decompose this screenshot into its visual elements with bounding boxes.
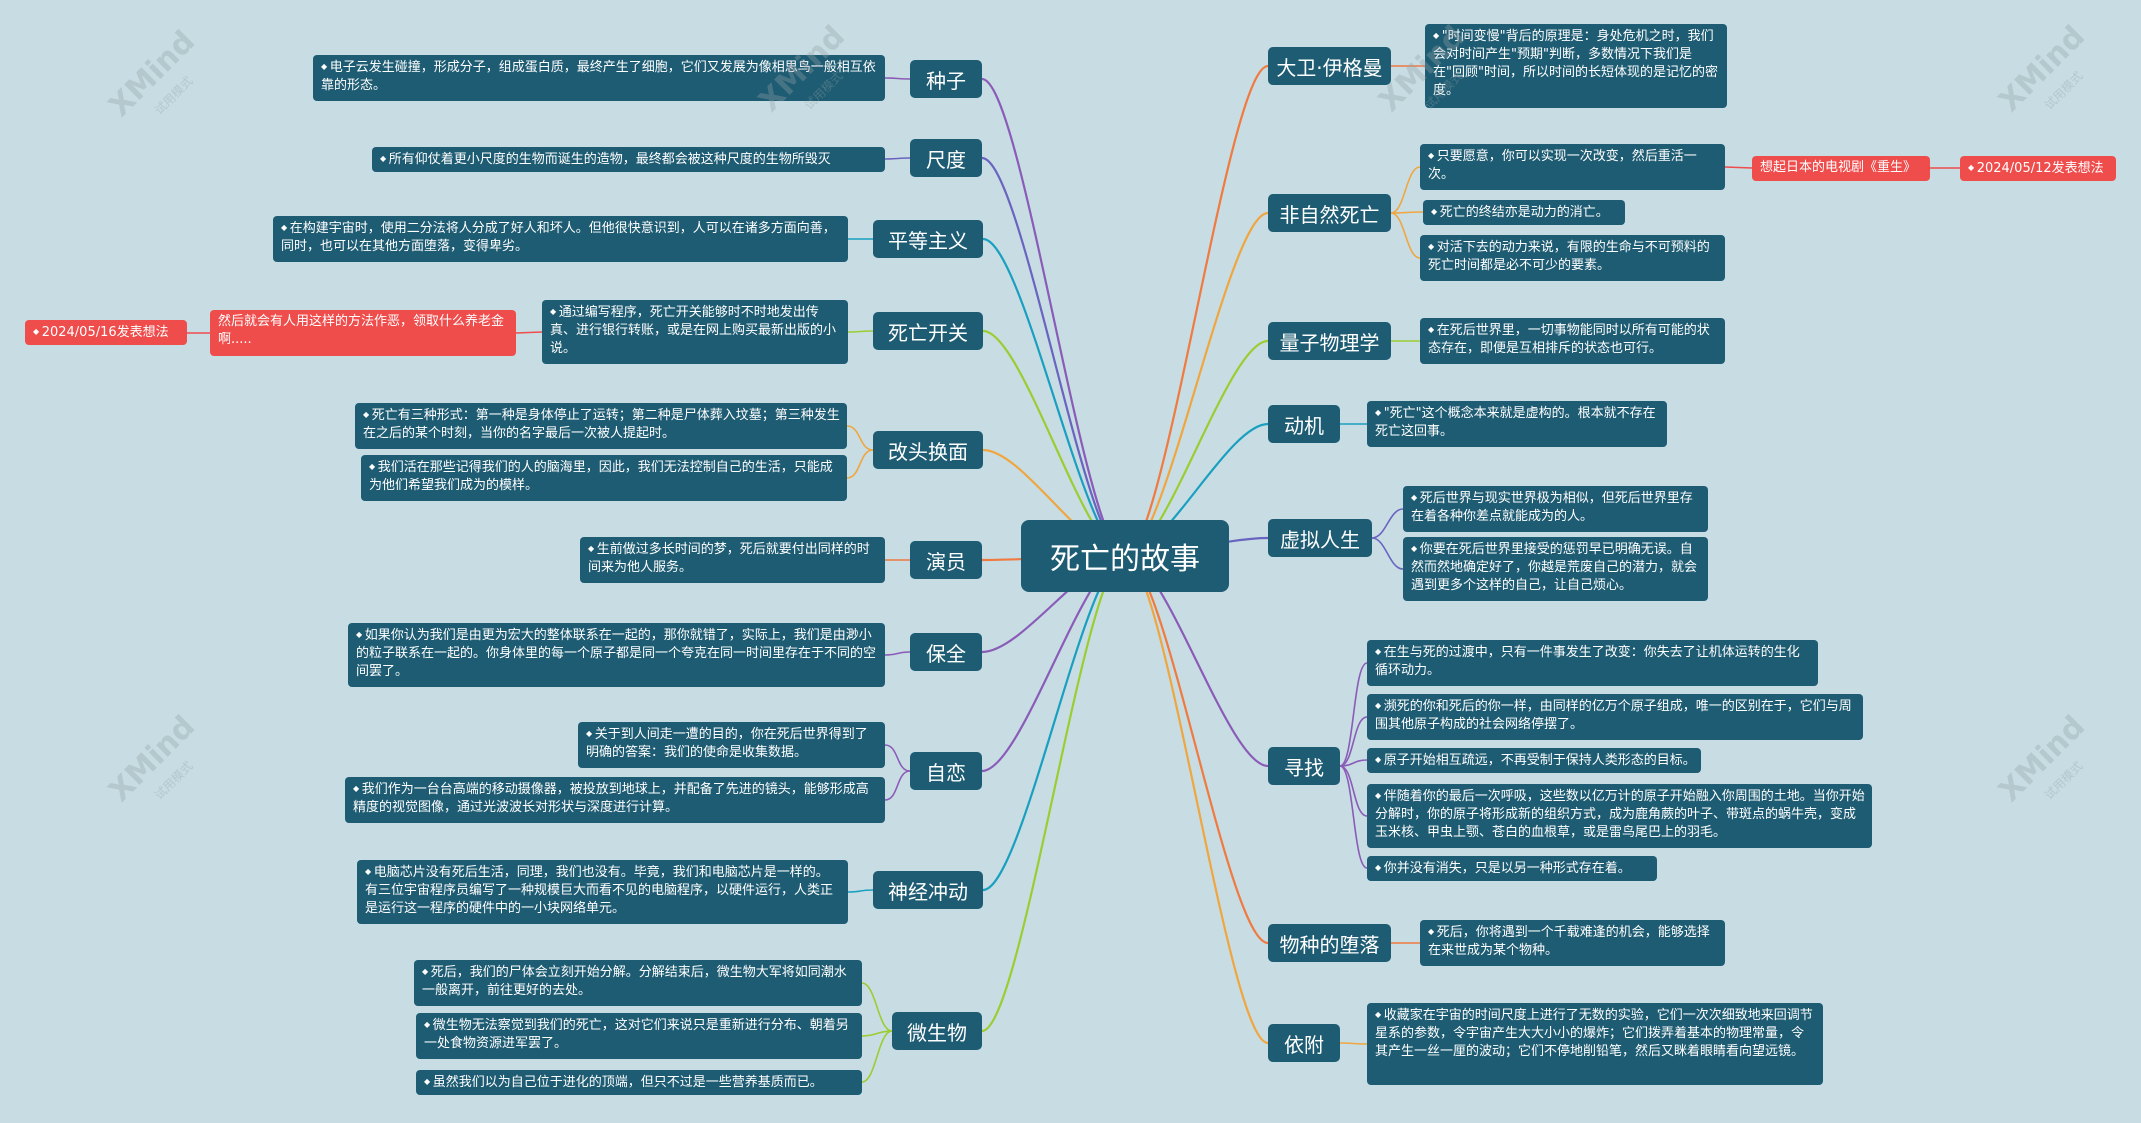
topic-death-switch[interactable]: 死亡开关 (873, 312, 983, 350)
note-link (861, 982, 893, 1032)
note-scale-1: 所有仰仗着更小尺度的生物而诞生的造物，最终都会被这种尺度的生物所毁灭 (372, 147, 885, 172)
note-makeover-1: 死亡有三种形式：第一种是身体停止了运转；第二种是尸体葬入坟墓；第三种发生在之后的… (355, 403, 847, 449)
note-microbes-1: 死后，我们的尸体会立刻开始分解。分解结束后，微生物大军将如同潮水一般离开，前往更… (414, 960, 862, 1006)
note-preservation-1: 如果你认为我们是由更为宏大的整体联系在一起的，那你就错了，实际上，我们是由渺小的… (348, 623, 885, 687)
note-unnatural-3: 对活下去的动力来说，有限的生命与不可预料的死亡时间都是必不可少的要素。 (1420, 235, 1725, 281)
comment-death-switch: 然后就会有人用这样的方法作恶，领取什么养老金啊..... (210, 310, 516, 356)
note-virtual-2: 你要在死后世界里接受的惩罚早已明确无误。自然而然地确定好了，你越是荒废自己的潜力… (1403, 537, 1708, 601)
note-link (847, 889, 874, 893)
topic-unnatural-death[interactable]: 非自然死亡 (1268, 194, 1391, 232)
note-search-3: 原子开始相互疏远，不再受制于保持人类形态的目标。 (1367, 748, 1701, 773)
note-microbes-3: 虽然我们以为自己位于进化的顶端，但只不过是一些营养基质而已。 (416, 1070, 862, 1095)
note-search-5: 你并没有消失，只是以另一种形式存在着。 (1367, 856, 1657, 881)
note-link (1339, 1042, 1368, 1045)
branch-line (981, 77, 1126, 558)
note-species-1: 死后，你将遇到一个千载难逢的机会，能够选择在来世成为某个物种。 (1420, 920, 1725, 966)
note-egal-1: 在构建宇宙时，使用二分法将人分成了好人和坏人。但他很快意识到，人可以在诸多方面向… (273, 216, 848, 262)
note-actor-1: 生前做过多长时间的梦，死后就要付出同样的时间来为他人服务。 (580, 537, 885, 583)
note-link (884, 651, 911, 656)
note-link (884, 744, 911, 772)
date-unnatural-death: 2024/05/12发表想法 (1960, 156, 2116, 181)
topic-attachment[interactable]: 依附 (1268, 1024, 1340, 1062)
note-link (1390, 166, 1421, 214)
comment-link (515, 331, 543, 334)
note-link (1339, 716, 1368, 767)
topic-seed[interactable]: 种子 (910, 60, 982, 98)
note-link (1339, 662, 1368, 767)
note-virtual-1: 死后世界与现实世界极为相似，但死后世界里存在着各种你差点就能成为的人。 (1403, 486, 1708, 532)
comment-link (1724, 166, 1753, 169)
note-seed-1: 电子云发生碰撞，形成分子，组成蛋白质，最终产生了细胞，它们又发展为像相思鸟一般相… (313, 55, 885, 101)
topic-microbes[interactable]: 微生物 (892, 1012, 982, 1050)
branch-line (982, 554, 1126, 892)
topic-egalitarianism[interactable]: 平等主义 (873, 220, 983, 258)
note-motivation-1: "死亡"这个概念本来就是虚构的。根本就不存在死亡这回事。 (1367, 401, 1667, 447)
note-unnatural-2: 死亡的终结亦是动力的消亡。 (1423, 200, 1625, 225)
note-link (1390, 212, 1421, 259)
topic-actor[interactable]: 演员 (910, 541, 982, 579)
note-search-2: 濒死的你和死后的你一样，由同样的亿万个原子组成，唯一的区别在于，它们与周围其他原… (1367, 694, 1863, 740)
note-link (1371, 508, 1404, 539)
branch-line (1124, 211, 1269, 558)
note-switch-1: 通过编写程序，死亡开关能够时不时地发出传真、进行银行转账，或是在网上购买最新出版… (542, 300, 848, 364)
topic-narcissism[interactable]: 自恋 (910, 752, 982, 790)
topic-makeover[interactable]: 改头换面 (873, 431, 983, 469)
topic-species-fall[interactable]: 物种的堕落 (1268, 924, 1391, 962)
note-link (884, 157, 911, 160)
comment-unnatural-death: 想起日本的电视剧《重生》 (1752, 156, 1930, 181)
topic-virtual-life[interactable]: 虚拟人生 (1268, 519, 1372, 557)
branch-line (981, 156, 1126, 558)
note-narcissism-1: 关于到人间走一遭的目的，你在死后世界得到了明确的答案：我们的使命是收集数据。 (578, 722, 885, 768)
note-link (846, 449, 874, 479)
date-death-switch: 2024/05/16发表想法 (25, 320, 187, 345)
branch-line (982, 237, 1126, 558)
topic-scale[interactable]: 尺度 (910, 139, 982, 177)
topic-preservation[interactable]: 保全 (910, 633, 982, 671)
branch-line (1124, 64, 1269, 558)
note-link (1339, 759, 1368, 767)
note-link (884, 770, 911, 801)
note-attachment-1: 收藏家在宇宙的时间尺度上进行了无数的实验，它们一次次细致地来回调节星系的参数，令… (1367, 1003, 1823, 1085)
note-link (1390, 211, 1424, 214)
note-link (1339, 765, 1368, 817)
note-unnatural-1: 只要愿意，你可以实现一次改变，然后重活一次。 (1420, 144, 1725, 190)
note-neural-1: 电脑芯片没有死后生活，同理，我们也没有。毕竟，我们和电脑芯片是一样的。有三位宇宙… (357, 860, 848, 924)
topic-david-eagleman[interactable]: 大卫·伊格曼 (1268, 47, 1391, 85)
note-link (861, 1030, 893, 1083)
note-search-1: 在生与死的过渡中，只有一件事发生了改变：你失去了让机体运转的生化循环动力。 (1367, 640, 1818, 686)
note-microbes-2: 微生物无法察觉到我们的死亡，这对它们来说只是重新进行分布、朝着另一处食物资源进军… (416, 1013, 862, 1059)
branch-line (1124, 554, 1269, 1045)
note-search-4: 伴随着你的最后一次呼吸，这些数以亿万计的原子开始融入你周围的土地。当你开始分解时… (1367, 784, 1872, 848)
note-link (846, 425, 874, 451)
note-eagleman-1: "时间变慢"背后的原理是：身处危机之时，我们会对时间产生"预期"判断，多数情况下… (1425, 24, 1727, 108)
note-quantum-1: 在死后世界里，一切事物能同时以所有可能的状态存在，即便是互相排斥的状态也可行。 (1420, 318, 1725, 364)
topic-quantum-physics[interactable]: 量子物理学 (1268, 322, 1391, 360)
topic-neural-impulse[interactable]: 神经冲动 (873, 871, 983, 909)
branch-line (981, 554, 1126, 1033)
topic-search[interactable]: 寻找 (1268, 747, 1340, 785)
note-narcissism-2: 我们作为一台台高端的移动摄像器，被投放到地球上，并配备了先进的镜头，能够形成高精… (345, 777, 885, 823)
note-link (884, 77, 911, 80)
note-makeover-2: 我们活在那些记得我们的人的脑海里，因此，我们无法控制自己的生活，只能成为他们希望… (361, 455, 847, 501)
note-link (1339, 765, 1368, 869)
note-link (1371, 537, 1404, 570)
note-link (847, 330, 874, 333)
topic-motivation[interactable]: 动机 (1268, 405, 1340, 443)
root-topic[interactable]: 死亡的故事 (1021, 520, 1229, 592)
